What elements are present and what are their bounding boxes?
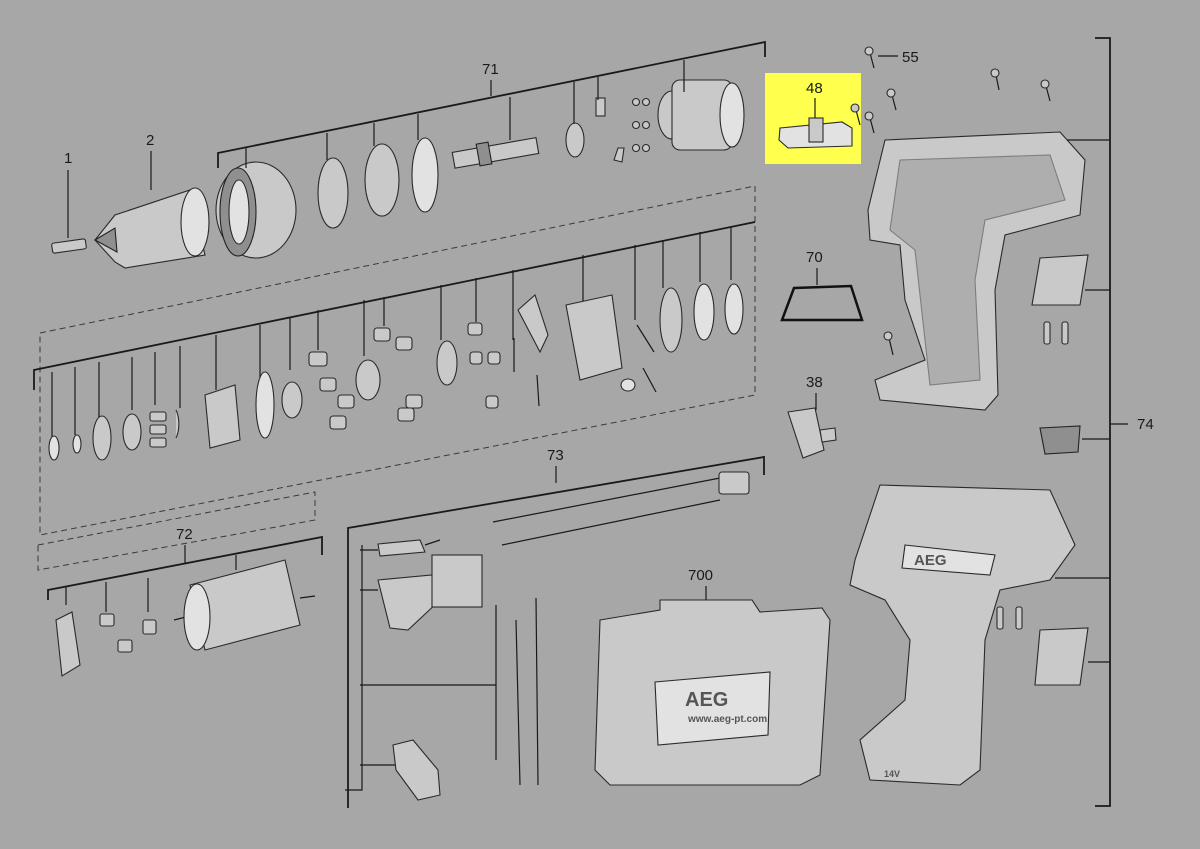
- label-71: 71: [482, 61, 499, 78]
- part-1-screw[interactable]: 1: [51, 150, 87, 254]
- gear-housing-ring: [215, 161, 297, 259]
- label-1: 1: [64, 150, 72, 167]
- pcb: [392, 739, 441, 801]
- gear-head: [657, 79, 745, 151]
- part-70-seal[interactable]: 70: [780, 249, 864, 322]
- label-73: 73: [547, 447, 564, 464]
- balls: [631, 97, 651, 153]
- housing-brand: AEG: [914, 552, 947, 569]
- label-plate-2: [1034, 627, 1089, 686]
- case-url: www.aeg-pt.com: [687, 714, 767, 725]
- clutch-ring: [364, 143, 400, 217]
- bearing: [565, 122, 585, 158]
- group-71: 71: [39, 40, 766, 536]
- label-48: 48: [806, 80, 823, 97]
- group-74: 74 55 AEG 14V: [849, 37, 1154, 807]
- screws: [850, 46, 1051, 356]
- pin: [595, 97, 606, 117]
- motor: [173, 559, 316, 651]
- group-73: 73: [345, 447, 765, 808]
- nameplate: [1039, 425, 1081, 455]
- group-72: 72: [37, 491, 323, 677]
- ring-gear: [317, 157, 349, 229]
- spring-clip: [613, 147, 625, 163]
- label-74: 74: [1137, 416, 1154, 433]
- label-700: 700: [688, 567, 713, 584]
- switch-trigger: [377, 574, 441, 631]
- washer: [411, 137, 439, 213]
- label-72: 72: [176, 526, 193, 543]
- part-2-chuck[interactable]: 2: [93, 132, 210, 269]
- label-plate-1: [1031, 254, 1089, 306]
- sleeve: [718, 471, 750, 495]
- voltage-mark: 14V: [884, 769, 900, 779]
- part-48-highlight[interactable]: 48: [765, 73, 861, 164]
- label-70: 70: [806, 249, 823, 266]
- housing-half-left: [867, 131, 1086, 411]
- part-700-case[interactable]: 700 AEG www.aeg-pt.com: [594, 567, 831, 786]
- part-38-led[interactable]: 38: [787, 374, 837, 459]
- spindle: [451, 137, 540, 169]
- label-55: 55: [902, 49, 919, 66]
- label-2: 2: [146, 132, 154, 149]
- label-38: 38: [806, 374, 823, 391]
- switch-body: [431, 554, 483, 608]
- case-brand: AEG: [685, 689, 728, 711]
- planetary-gearbox-row: [33, 221, 756, 461]
